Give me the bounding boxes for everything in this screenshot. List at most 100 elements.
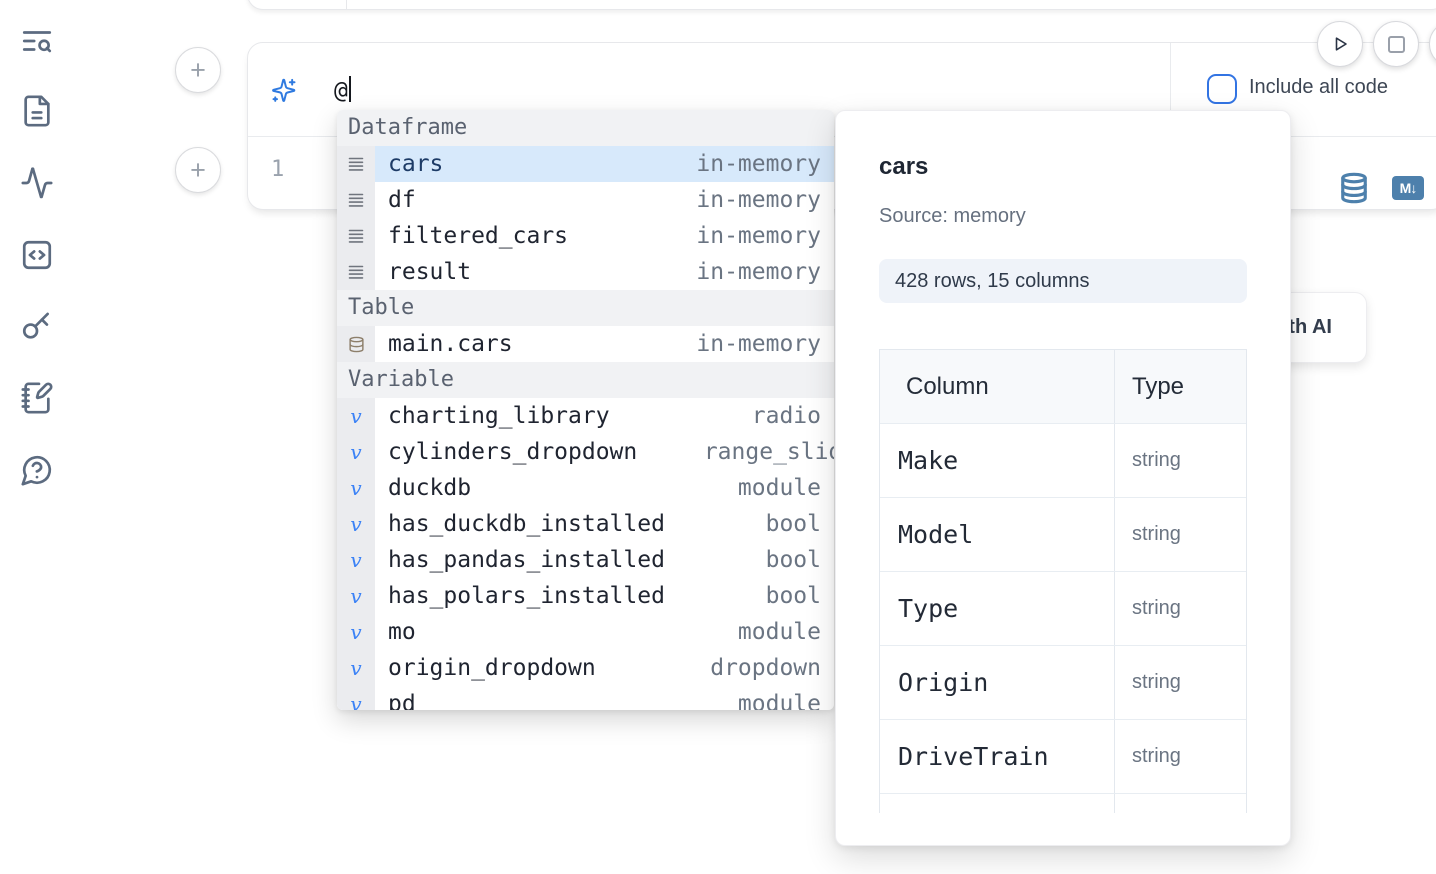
schema-row-Origin: Origin string (880, 646, 1246, 720)
variable-icon: v (350, 584, 362, 608)
autocomplete-item-type: dropdown (710, 655, 821, 681)
autocomplete-item-has_pandas_installed[interactable]: v has_pandas_installed bool (337, 542, 834, 578)
autocomplete-item-name: main.cars (388, 331, 513, 357)
autocomplete-section-header: Variable (337, 362, 834, 398)
code-editor[interactable]: 1 M↓ (248, 137, 1436, 211)
line-number: 1 (271, 157, 285, 182)
dataframe-icon (337, 254, 375, 290)
database-toolbar-icon[interactable] (1339, 171, 1369, 205)
variable-icon: v (350, 548, 362, 572)
dataframe-icon (337, 146, 375, 182)
variable-icon: v (337, 542, 375, 578)
key-icon[interactable] (19, 309, 55, 345)
notebook-pen-icon[interactable] (19, 381, 55, 417)
autocomplete-item-type: module (737, 619, 821, 645)
add-cell-above-label: + (190, 55, 206, 85)
schema-column-type: string (1114, 572, 1246, 645)
shape-badge-text: 428 rows, 15 columns (895, 270, 1090, 292)
autocomplete-item-type: bool (765, 547, 821, 573)
dataframe-icon (337, 182, 375, 218)
variable-icon: v (337, 686, 375, 710)
play-icon (1335, 37, 1347, 51)
autocomplete-section-header: Dataframe (337, 110, 834, 146)
schema-column-name: DriveTrain (898, 742, 1049, 771)
autocomplete-item-type: in-memory (696, 223, 821, 249)
stop-cell-button[interactable] (1373, 21, 1419, 67)
file-document-icon[interactable] (19, 94, 55, 130)
autocomplete-item-origin_dropdown[interactable]: v origin_dropdown dropdown (337, 650, 834, 686)
schema-column-name: Make (898, 446, 959, 475)
code-square-icon[interactable] (19, 238, 55, 274)
variable-icon: v (350, 404, 362, 428)
text-cursor (348, 76, 351, 102)
variable-icon: v (337, 614, 375, 650)
ai-prompt-value: @ (334, 78, 348, 104)
include-all-code-checkbox[interactable] (1207, 74, 1237, 104)
autocomplete-item-name: has_polars_installed (388, 583, 665, 609)
variable-icon: v (350, 476, 362, 500)
autocomplete-item-name: charting_library (388, 403, 610, 429)
variable-icon: v (337, 578, 375, 614)
autocomplete-item-df[interactable]: df in-memory (337, 182, 834, 218)
markdown-toolbar-icon[interactable]: M↓ (1392, 176, 1424, 200)
database-icon (337, 326, 375, 362)
add-cell-below-label: + (190, 155, 206, 185)
variable-icon: v (337, 434, 375, 470)
autocomplete-item-name: origin_dropdown (388, 655, 596, 681)
variable-icon: v (337, 398, 375, 434)
schema-column-name: Origin (898, 668, 989, 697)
panel-title: cars (879, 153, 929, 180)
variable-icon: v (337, 650, 375, 686)
variable-icon: v (350, 656, 362, 680)
schema-row-clipped (880, 794, 1246, 813)
variable-icon: v (337, 470, 375, 506)
variable-icon: v (350, 440, 362, 464)
autocomplete-item-type: bool (765, 583, 821, 609)
autocomplete-item-name: has_pandas_installed (388, 547, 665, 573)
autocomplete-item-type: in-memory (696, 259, 821, 285)
autocomplete-item-has_polars_installed[interactable]: v has_polars_installed bool (337, 578, 834, 614)
text-search-icon[interactable] (19, 24, 55, 60)
help-bubble-icon[interactable] (19, 453, 55, 489)
variable-icon: v (337, 506, 375, 542)
stop-icon (1387, 35, 1405, 53)
previous-cell-divider (346, 0, 347, 9)
autocomplete-item-name: cylinders_dropdown (388, 439, 638, 465)
dataframe-icon (337, 218, 375, 254)
dataframe-preview-panel: cars Source: memory 428 rows, 15 columns… (835, 110, 1291, 846)
ai-prompt-input[interactable]: @ (334, 76, 1156, 106)
previous-cell-bottom-edge (247, 0, 1436, 10)
autocomplete-item-type: in-memory (696, 187, 821, 213)
autocomplete-item-result[interactable]: result in-memory (337, 254, 834, 290)
schema-column-name: Type (898, 594, 959, 623)
autocomplete-item-type: module (737, 691, 821, 710)
include-all-code-group: Include all code (1170, 43, 1436, 137)
run-cell-button[interactable] (1317, 21, 1363, 67)
schema-header-column: Column (906, 372, 989, 400)
autocomplete-item-name: pd (388, 691, 416, 710)
sparkles-ai-icon (270, 77, 298, 105)
variable-icon: v (350, 620, 362, 644)
autocomplete-item-name: result (388, 259, 472, 285)
activity-icon[interactable] (19, 166, 55, 202)
schema-column-type: string (1114, 646, 1246, 719)
variable-icon: v (350, 512, 362, 536)
add-cell-above-button[interactable]: + (175, 47, 221, 93)
add-cell-below-button[interactable]: + (175, 147, 221, 193)
autocomplete-item-name: df (388, 187, 416, 213)
